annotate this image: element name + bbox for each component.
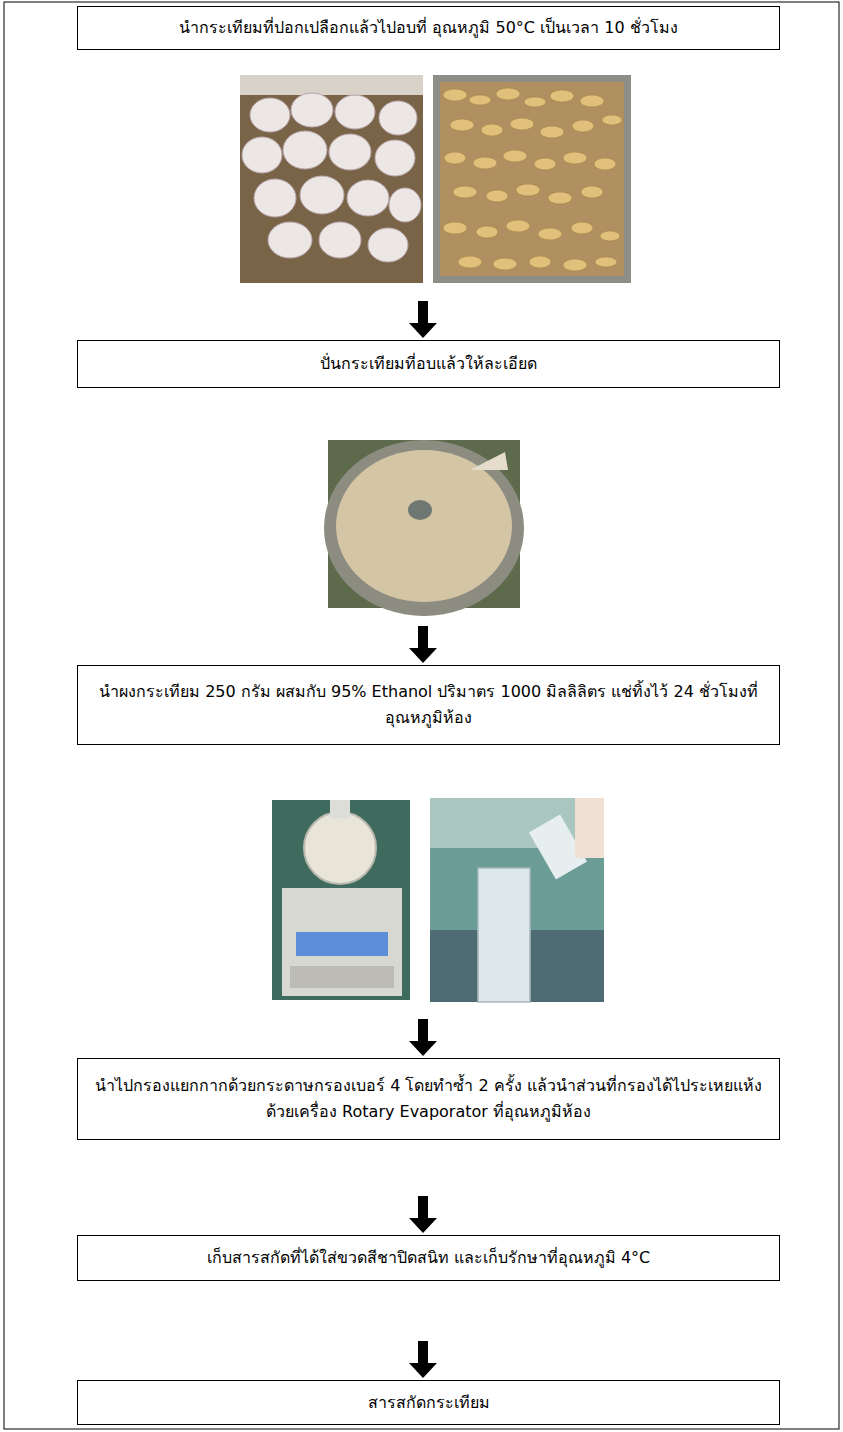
step-text: นำผงกระเทียม 250 กรัม ผสมกับ 95% Ethanol… bbox=[92, 679, 765, 730]
step-text: นำกระเทียมที่ปอกเปลือกแล้วไปอบที่ อุณหภู… bbox=[179, 15, 677, 41]
flow-arrow bbox=[409, 1140, 437, 1233]
process-box: นำไปกรองแยกกากด้วยกระดาษกรองเบอร์ 4 โดยท… bbox=[77, 1058, 780, 1140]
outer-frame bbox=[4, 2, 839, 1429]
step-text: เก็บสารสกัดที่ได้ใส่ขวดสีชาปิดสนิท และเก… bbox=[207, 1245, 651, 1271]
step-text: นำไปกรองแยกกากด้วยกระดาษกรองเบอร์ 4 โดยท… bbox=[92, 1073, 765, 1124]
weighing-photo bbox=[272, 800, 410, 1000]
garlic-photo bbox=[240, 75, 423, 283]
step-text: ปั่นกระเทียมที่อบแล้วให้ละเอียด bbox=[320, 351, 537, 377]
dried-slices-photo bbox=[433, 75, 631, 283]
arrow-head bbox=[409, 648, 437, 663]
process-box: นำผงกระเทียม 250 กรัม ผสมกับ 95% Ethanol… bbox=[77, 665, 780, 745]
arrow-shaft bbox=[418, 1140, 428, 1220]
process-box: สารสกัดกระเทียม bbox=[77, 1380, 780, 1425]
arrow-head bbox=[409, 323, 437, 338]
process-box: ปั่นกระเทียมที่อบแล้วให้ละเอียด bbox=[77, 340, 780, 388]
arrow-head bbox=[409, 1218, 437, 1233]
powder-photo bbox=[324, 440, 524, 616]
process-box: เก็บสารสกัดที่ได้ใส่ขวดสีชาปิดสนิท และเก… bbox=[77, 1235, 780, 1281]
ethanol-photo bbox=[430, 798, 604, 1002]
arrow-head bbox=[409, 1041, 437, 1056]
arrow-head bbox=[409, 1363, 437, 1378]
step-text: สารสกัดกระเทียม bbox=[368, 1390, 490, 1416]
arrow-shaft bbox=[418, 745, 428, 1043]
arrow-shaft bbox=[418, 1281, 428, 1365]
process-box: นำกระเทียมที่ปอกเปลือกแล้วไปอบที่ อุณหภู… bbox=[77, 6, 780, 50]
flow-arrow bbox=[409, 1281, 437, 1378]
